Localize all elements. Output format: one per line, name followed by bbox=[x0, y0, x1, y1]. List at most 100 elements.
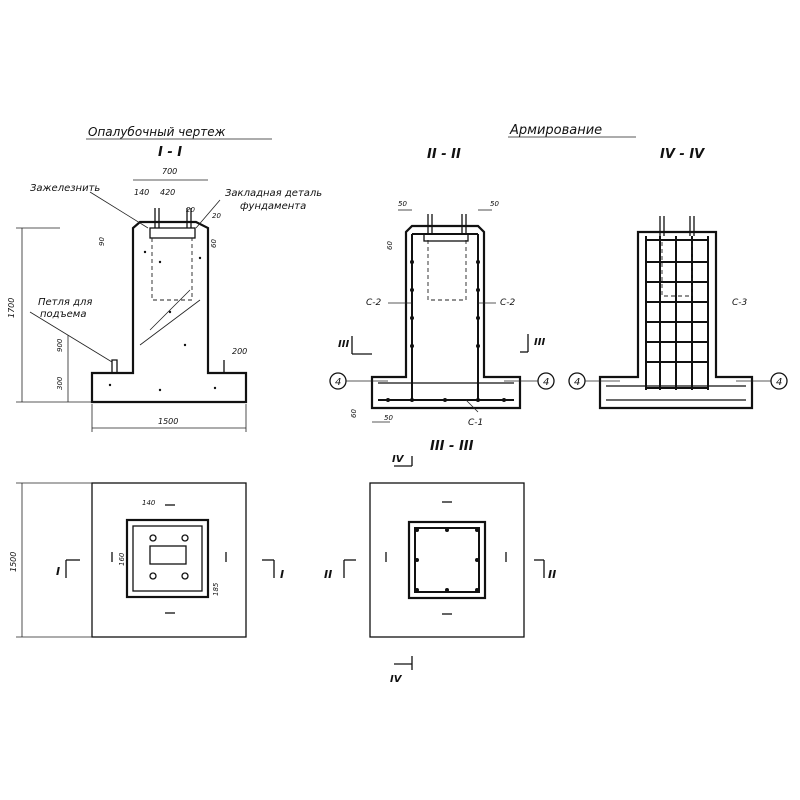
rebar-dot bbox=[415, 588, 419, 592]
leader-line bbox=[465, 399, 479, 413]
rebar-dot bbox=[415, 558, 419, 562]
label-embedded-2: фундамента bbox=[240, 201, 306, 212]
label-c1: С-1 bbox=[468, 418, 483, 428]
concrete-speckle bbox=[213, 386, 217, 390]
rebar-cage bbox=[414, 527, 480, 593]
section-title-2: II - II bbox=[427, 147, 461, 162]
cut-label-I: I bbox=[56, 565, 60, 578]
cut-label-III: III bbox=[338, 339, 349, 350]
dim-1500: 1500 bbox=[158, 417, 178, 426]
hatch-line bbox=[139, 299, 201, 346]
heading-formwork: Опалубочный чертеж bbox=[88, 125, 226, 139]
concrete-speckle bbox=[198, 256, 202, 260]
rebar-dot bbox=[410, 260, 414, 264]
label-loop-2: подъема bbox=[40, 309, 86, 320]
concrete-speckle bbox=[143, 250, 147, 254]
rebar-dot bbox=[476, 344, 480, 348]
section-3-plan: II II IV IV bbox=[324, 454, 556, 685]
rebar-dot bbox=[476, 260, 480, 264]
section-title-1: I - I bbox=[158, 145, 182, 160]
rebar-dot bbox=[410, 344, 414, 348]
section-1-elevation: 700 140 420 20 20 90 60 1700 900 300 200… bbox=[7, 167, 322, 432]
socket-outline bbox=[151, 238, 193, 301]
section-2-reinforcement: 50 50 60 60 50 С-2 С-2 С-1 III III 4 4 bbox=[329, 200, 555, 428]
rebar-dot bbox=[415, 528, 419, 532]
plan-dim-1500: 1500 bbox=[9, 552, 18, 572]
rebar-dot bbox=[445, 528, 449, 532]
label-zazhelezn: Зажелезнить bbox=[30, 183, 100, 194]
label-loop-1: Петля для bbox=[38, 297, 92, 308]
anchor-hole bbox=[181, 572, 189, 580]
label-embedded-1: Закладная деталь bbox=[225, 188, 322, 199]
concrete-speckle bbox=[183, 343, 187, 347]
concrete-speckle bbox=[158, 260, 162, 264]
rebar-dot bbox=[445, 588, 449, 592]
socket-outline bbox=[427, 240, 467, 301]
dim-300: 300 bbox=[56, 376, 64, 390]
marker-4: 4 bbox=[776, 377, 782, 388]
rebar-dot bbox=[410, 288, 414, 292]
anchor-hole bbox=[149, 534, 157, 542]
dim-60a: 60 bbox=[210, 239, 218, 248]
rebar-dot bbox=[410, 316, 414, 320]
cut-label-IV: IV bbox=[390, 674, 403, 685]
label-c2-right: С-2 bbox=[500, 298, 516, 308]
dim-1700: 1700 bbox=[7, 298, 16, 318]
marker-4: 4 bbox=[543, 377, 549, 388]
marker-4: 4 bbox=[335, 377, 341, 388]
anchor-hole bbox=[149, 572, 157, 580]
socket-outline bbox=[132, 525, 203, 592]
marker-4: 4 bbox=[574, 377, 580, 388]
rebar-dot bbox=[443, 398, 447, 402]
dim-20a: 20 bbox=[212, 212, 221, 220]
rebar-dot bbox=[476, 398, 480, 402]
section-title-3: III - III bbox=[430, 439, 474, 454]
plan-outline bbox=[369, 482, 525, 638]
rebar-dot bbox=[475, 558, 479, 562]
dim-60c: 60 bbox=[350, 409, 358, 418]
column-outline bbox=[407, 520, 487, 600]
cut-label-II: II bbox=[548, 568, 556, 581]
section-4-outline bbox=[598, 230, 754, 410]
dim-900: 900 bbox=[56, 338, 64, 352]
dim-50c: 50 bbox=[384, 414, 393, 422]
section-2-outline bbox=[370, 224, 522, 410]
embedded-plate bbox=[149, 227, 196, 239]
heading-reinforcement: Армирование bbox=[509, 123, 602, 138]
plan-dim-185: 185 bbox=[212, 582, 220, 596]
dim-50a: 50 bbox=[398, 200, 407, 208]
concrete-speckle bbox=[168, 310, 172, 314]
section-4-reinforcement: С-3 4 4 bbox=[568, 216, 788, 410]
dim-140: 140 bbox=[134, 188, 149, 197]
rebar-dot bbox=[475, 588, 479, 592]
cut-label-III: III bbox=[534, 337, 545, 348]
rebar-dot bbox=[476, 288, 480, 292]
embedded-plate bbox=[423, 233, 469, 242]
concrete-speckle bbox=[108, 383, 112, 387]
leader-line bbox=[89, 191, 149, 229]
plan-dim-160: 160 bbox=[118, 552, 126, 566]
plan-dim-140: 140 bbox=[142, 499, 156, 507]
rebar-dot bbox=[502, 398, 506, 402]
rebar-dot bbox=[475, 528, 479, 532]
lifting-loop bbox=[111, 359, 118, 372]
plan-outline bbox=[91, 482, 247, 638]
anchor-hole bbox=[181, 534, 189, 542]
foundation-outline bbox=[90, 220, 248, 404]
dim-700: 700 bbox=[162, 167, 177, 176]
leader-line bbox=[29, 311, 113, 363]
dim-50b: 50 bbox=[490, 200, 499, 208]
hatch-line bbox=[149, 289, 191, 331]
dim-420: 420 bbox=[160, 188, 175, 197]
cut-label-I: I bbox=[280, 568, 284, 581]
concrete-speckle bbox=[158, 388, 162, 392]
dim-200: 200 bbox=[232, 347, 247, 356]
cut-label-II: II bbox=[324, 568, 332, 581]
leader-line bbox=[195, 199, 221, 229]
label-c3: С-3 bbox=[732, 298, 748, 308]
embedded-plate bbox=[149, 545, 187, 565]
label-c2-left: С-2 bbox=[366, 298, 382, 308]
formwork-plan: 140 160 185 1500 I I bbox=[9, 482, 284, 638]
